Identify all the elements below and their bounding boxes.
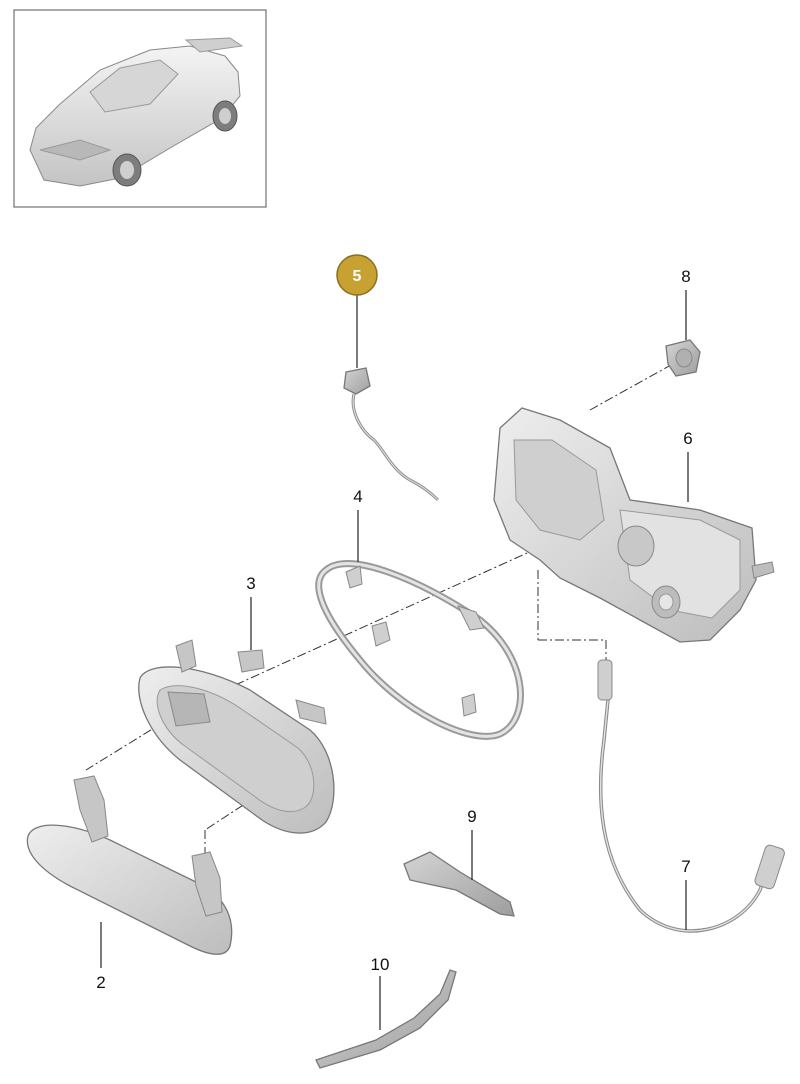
callout-label-3[interactable]: 3	[246, 574, 255, 593]
car-thumbnail-icon	[29, 37, 244, 187]
part-trim-strip	[315, 969, 457, 1069]
callout-label-4[interactable]: 4	[353, 487, 362, 506]
part-door-handle	[26, 775, 233, 955]
part-key-blade	[403, 851, 515, 917]
part-wire-harness	[343, 367, 440, 502]
callout-5-highlight[interactable]: 5	[336, 254, 378, 296]
callout-label-6[interactable]: 6	[683, 429, 692, 448]
callout-5-badge[interactable]	[336, 254, 378, 296]
part-grommet	[665, 339, 701, 377]
part-seal-frame	[315, 560, 524, 740]
assembly-lines	[85, 359, 681, 860]
car-thumbnail	[13, 9, 267, 208]
callout-label-9[interactable]: 9	[467, 807, 476, 826]
callout-label-5: 5	[353, 268, 362, 285]
callout-label-10[interactable]: 10	[371, 955, 390, 974]
callout-label-2[interactable]: 2	[96, 973, 105, 992]
part-bowden-cable	[597, 659, 785, 933]
part-handle-housing	[138, 639, 335, 834]
callout-labels: 8 6 4 3 2 7 9 10	[96, 267, 692, 992]
callout-label-8[interactable]: 8	[681, 267, 690, 286]
part-handle-carrier	[493, 407, 775, 643]
callout-label-7[interactable]: 7	[681, 857, 690, 876]
callout-leaders	[100, 290, 689, 1030]
